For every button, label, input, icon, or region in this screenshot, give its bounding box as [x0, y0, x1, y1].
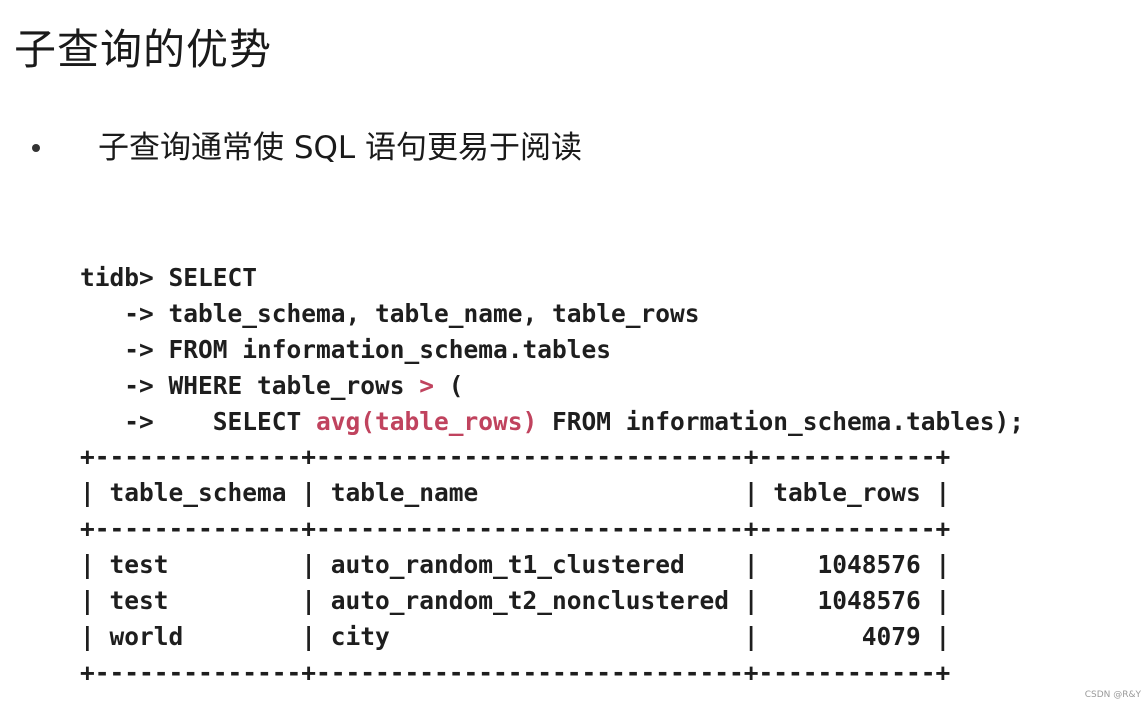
query-line-5-prefix: -> SELECT — [80, 406, 317, 436]
result-row: | test | auto_random_t2_nonclustered | 1… — [80, 586, 951, 616]
query-line-5-suffix: FROM information_schema.tables); — [537, 406, 1025, 436]
query-line-3: -> FROM information_schema.tables — [80, 334, 612, 364]
query-line-5: -> SELECT avg(table_rows) FROM informati… — [80, 404, 1024, 440]
query-avg-function: avg(table_rows) — [316, 406, 538, 436]
result-header: | table_schema | table_name | table_rows… — [80, 478, 951, 508]
query-line-4-prefix: -> WHERE table_rows — [80, 370, 420, 400]
query-line-2: -> table_schema, table_name, table_rows — [80, 298, 700, 328]
result-border-top: +--------------+------------------------… — [80, 442, 951, 472]
bullet-dot-icon — [32, 144, 40, 152]
result-border-bottom: +--------------+------------------------… — [80, 657, 951, 687]
bullet-item: 子查询通常使 SQL 语句更易于阅读 — [32, 128, 582, 168]
slide-title: 子查询的优势 — [14, 25, 273, 74]
result-row: | test | auto_random_t1_clustered | 1048… — [80, 550, 951, 580]
result-row: | world | city | 4079 | — [80, 621, 951, 651]
query-line-4-suffix: ( — [434, 370, 464, 400]
result-border-mid: +--------------+------------------------… — [80, 514, 951, 544]
query-line-4: -> WHERE table_rows > ( — [80, 368, 1024, 404]
watermark: CSDN @R&Y — [1084, 690, 1141, 700]
query-operator: > — [419, 370, 435, 400]
bullet-text: 子查询通常使 SQL 语句更易于阅读 — [98, 130, 583, 166]
query-line-1: tidb> SELECT — [80, 263, 258, 292]
sql-code-block: tidb> SELECT -> table_schema, table_name… — [80, 260, 1024, 691]
